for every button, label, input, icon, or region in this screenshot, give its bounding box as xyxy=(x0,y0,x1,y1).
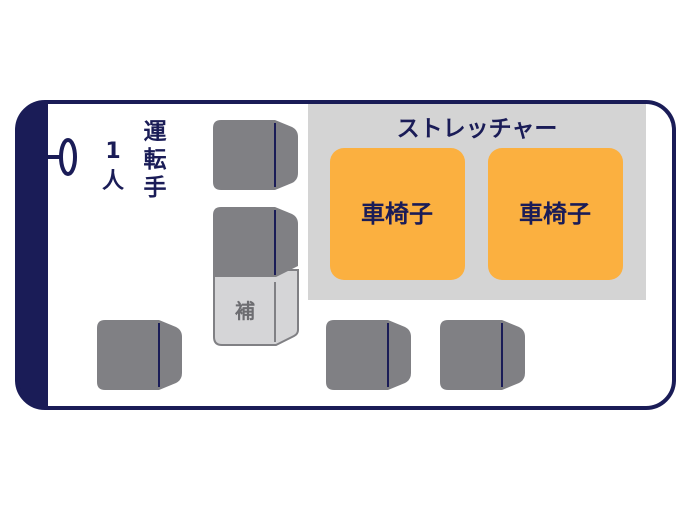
vehicle-front-band xyxy=(17,102,48,408)
wheelchair-space-2 xyxy=(488,148,623,280)
seat-middle xyxy=(213,207,298,277)
seat-front xyxy=(213,120,298,190)
driver-count-digit: 1 xyxy=(105,139,120,164)
driver-role-label: 運転手 xyxy=(139,119,165,203)
seat-rear-center xyxy=(326,320,411,390)
aux-seat xyxy=(213,269,299,346)
seat-rear-left xyxy=(97,320,182,390)
wheelchair-space-1 xyxy=(330,148,465,280)
vehicle-outline xyxy=(15,100,676,410)
wheelchair-label-1: 車椅子 xyxy=(361,200,433,228)
stretcher-title: ストレッチャー xyxy=(397,116,558,142)
aux-seat-label: 補 xyxy=(234,299,255,323)
driver-count-unit: 人 xyxy=(102,169,124,194)
seat-rear-right xyxy=(440,320,525,390)
wheelchair-label-2: 車椅子 xyxy=(519,200,591,228)
steering-wheel-icon xyxy=(59,138,77,176)
